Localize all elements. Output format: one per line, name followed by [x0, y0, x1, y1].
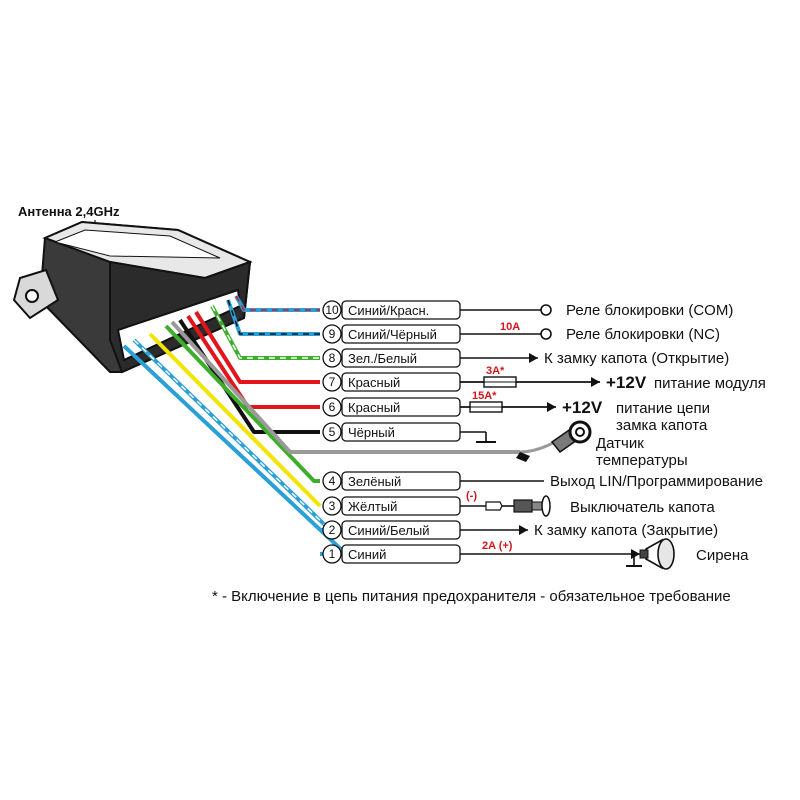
destinations-layer: Реле блокировки (COM) Реле блокировки (NC…	[460, 302, 766, 570]
wire-label: Зелёный	[348, 474, 401, 489]
pin-number: 4	[329, 474, 336, 488]
mounting-hole	[25, 289, 39, 303]
wire-4	[164, 324, 320, 483]
hood-switch-shaft	[531, 501, 543, 511]
pin-number-badge	[322, 520, 342, 540]
wire-10	[234, 295, 320, 312]
fuse-rating: 3A*	[486, 365, 505, 377]
wire-temp-sensor	[170, 320, 520, 454]
wire-label: Синий	[348, 547, 386, 562]
destination-label: питание модуля	[654, 375, 766, 392]
arrow-head	[591, 377, 600, 387]
destination-label: Сирена	[696, 547, 749, 564]
destination-label: Реле блокировки (NC)	[566, 326, 720, 343]
pin-number: 5	[329, 425, 336, 439]
wire-7	[194, 310, 320, 384]
pin-number-badge	[322, 348, 342, 368]
destination-label: Выключатель капота	[570, 499, 715, 516]
pin-number-badge	[322, 496, 342, 516]
pin-number-badge	[322, 300, 342, 320]
voltage-label: +12V	[562, 398, 603, 417]
wire-stripe-9	[227, 299, 320, 335]
arrow-head	[519, 525, 528, 535]
wire-label: Чёрный	[348, 425, 395, 440]
pin-number: 9	[329, 327, 336, 341]
arrow-head	[547, 402, 556, 412]
wire-stripe-10	[235, 295, 320, 311]
antenna-label: Антенна 2,4GHz	[18, 204, 120, 219]
destination-label: К замку капота (Закрытие)	[534, 522, 718, 539]
wire-label: Синий/Белый	[348, 523, 430, 538]
fuse-rating: 2A (+)	[482, 540, 513, 552]
hood-switch-body	[513, 499, 533, 513]
temp-sensor-label-2: температуры	[596, 452, 688, 469]
siren-mount	[639, 549, 649, 559]
pin-number: 2	[329, 523, 336, 537]
arrow-head	[631, 549, 640, 559]
terminal-dot	[540, 328, 552, 340]
pin-number: 7	[329, 375, 336, 389]
temperature-sensor	[516, 420, 592, 462]
pin-number-badge	[322, 397, 342, 417]
destination-label: Реле блокировки (COM)	[566, 302, 733, 319]
hood-switch-head	[541, 495, 551, 517]
destination-label-2: замка капота	[616, 417, 708, 434]
temp-sensor-label-1: Датчик	[596, 435, 644, 452]
control-module	[12, 220, 253, 374]
wire-label: Синий/Чёрный	[348, 327, 437, 342]
wire-label: Красный	[348, 400, 400, 415]
pin-number: 8	[329, 351, 336, 365]
pin-number-badge	[322, 471, 342, 491]
siren-bell	[657, 538, 675, 570]
pin-number-badge	[322, 544, 342, 564]
destination-label: питание цепи	[616, 400, 710, 417]
wire-label: Зел./Белый	[348, 351, 417, 366]
wire-label: Жёлтый	[348, 499, 397, 514]
pin-number-badge	[322, 372, 342, 392]
fuse-rating: 10A	[500, 321, 520, 333]
pin-number-badge	[322, 422, 342, 442]
wire-label: Красный	[348, 375, 400, 390]
pin-number: 1	[329, 547, 336, 561]
pin-number-badge	[322, 324, 342, 344]
wire-label: Синий/Красн.	[348, 303, 429, 318]
spade-connector	[485, 501, 503, 511]
pin-number: 3	[329, 499, 336, 513]
terminal-dot	[540, 304, 552, 316]
pin-number: 10	[325, 303, 339, 317]
destination-label: Выход LIN/Программирование	[550, 473, 763, 490]
pin-number: 6	[329, 400, 336, 414]
wire-stripe-8	[211, 305, 320, 359]
fuse-rating: 15A*	[472, 390, 497, 402]
polarity-label: (-)	[466, 490, 477, 502]
wire-3	[148, 332, 322, 508]
arrow-head	[529, 353, 538, 363]
destination-label: К замку капота (Открытие)	[544, 350, 729, 367]
footnote: * - Включение в цепь питания предохранит…	[212, 588, 731, 605]
voltage-label: +12V	[606, 373, 647, 392]
